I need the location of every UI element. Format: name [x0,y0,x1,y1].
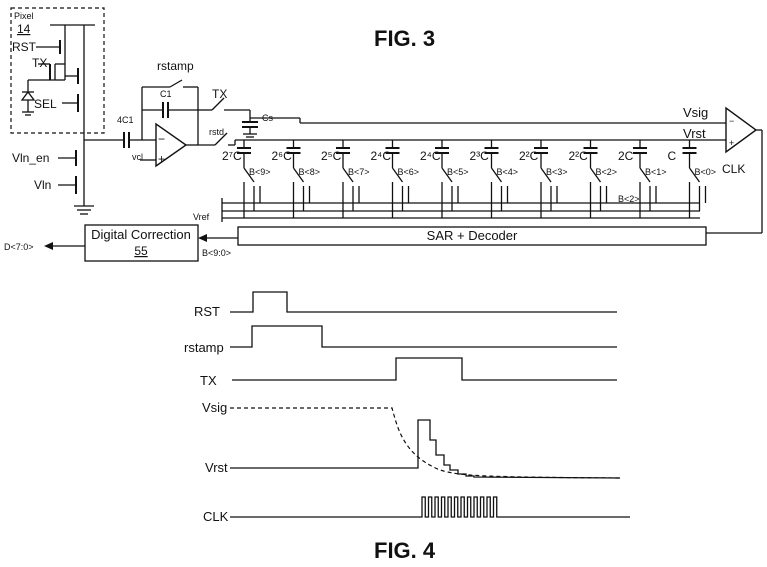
svg-text:+: + [729,138,734,148]
svg-text:+: + [158,152,165,166]
capacitor-4: 2⁴C B<5> [420,140,469,218]
vsig-waveform [230,407,621,479]
vrst-label: Vrst [683,126,706,141]
digital-correction-number: 55 [134,244,148,258]
vrst-waveform [230,419,621,479]
comparator: Vsig Vrst − + CLK [234,105,763,234]
reference-rails: Vref B<2> [193,194,700,222]
cap-value-9: C [668,149,677,163]
signal-label-tx: TX [200,373,217,388]
cap-value-3: 2⁴C [371,149,392,163]
cap-value-5: 2³C [470,149,490,163]
c1-label: C1 [160,89,172,99]
pixel-number: 14 [17,22,31,36]
d-out-label: D<7:0> [4,242,34,252]
sel-label: SEL [34,97,57,111]
cap-value-4: 2⁴C [420,149,441,163]
vref-label: Vref [193,212,210,222]
column-bias: Vln_en Vln [12,140,94,215]
vln-label: Vln [34,178,51,192]
sar-label: SAR + Decoder [427,228,518,243]
timing-diagram: RST rstamp TX Vsig Vrst CLK [184,291,630,524]
capacitor-array: 2⁷CB<9>2⁶CB<8>2⁵CB<7>2⁴CB<6>2⁴CB<5>2³CB<… [222,140,716,218]
capacitor-7: 2²C B<2> [569,140,618,218]
cap-bit-3: B<6> [398,167,420,177]
sar-decoder: SAR + Decoder [237,226,707,246]
tx-label: TX [32,56,47,70]
pixel-label: Pixel [14,11,34,21]
column-amplifier: 4C1 − + vcl rstamp C1 TX Cs [84,59,300,168]
cap-bit-6: B<3> [546,167,568,177]
rst-label: RST [12,40,37,54]
cap-value-0: 2⁷C [222,149,242,163]
signal-label-vsig: Vsig [202,400,227,415]
digital-correction-block: Digital Correction 55 B<9:0> D<7:0> [4,224,238,262]
svg-text:−: − [158,132,165,146]
clk-waveform [230,496,630,518]
clk-pulses [230,496,630,518]
b2-extra-label: B<2> [618,194,640,204]
capacitor-8: 2C B<1> [618,140,667,218]
vln-en-label: Vln_en [12,151,49,165]
signal-label-rst: RST [194,304,220,319]
cap-bit-2: B<7> [348,167,370,177]
cap-bit-4: B<5> [447,167,469,177]
capacitor-2: 2⁵C B<7> [321,140,370,218]
cap-value-1: 2⁶C [272,149,293,163]
pixel-block: Pixel 14 RST TX SE [10,7,105,140]
signal-label-vrst: Vrst [205,460,228,475]
cap-bit-1: B<8> [299,167,321,177]
cap-bit-8: B<1> [645,167,667,177]
cap-value-7: 2²C [569,149,589,163]
capacitor-6: 2²C B<3> [519,140,568,218]
rstamp-label: rstamp [157,59,194,73]
cap-bit-5: B<4> [497,167,519,177]
cap-value-8: 2C [618,149,634,163]
vcl-label: vcl [132,152,143,162]
capacitor-0: 2⁷C B<9> [222,140,271,218]
b-bus-label: B<9:0> [202,248,231,258]
cap-value-6: 2²C [519,149,539,163]
digital-correction-label: Digital Correction [91,227,191,242]
cap-value-2: 2⁵C [321,149,342,163]
signal-label-clk: CLK [203,509,229,524]
c41-label: 4C1 [117,115,134,125]
fig3-title: FIG. 3 [374,26,435,51]
svg-text:−: − [729,116,734,126]
rstd-label: rstd [209,127,224,137]
signal-label-rstamp: rstamp [184,340,224,355]
cap-bit-7: B<2> [596,167,618,177]
fig4-title: FIG. 4 [374,538,436,563]
capacitor-3: 2⁴C B<6> [371,140,420,218]
clk-label: CLK [722,162,745,176]
capacitor-9: C B<0> [668,140,717,218]
capacitor-1: 2⁶C B<8> [272,140,321,218]
capacitor-5: 2³C B<4> [470,140,519,218]
cap-bit-0: B<9> [249,167,271,177]
vsig-label: Vsig [683,105,708,120]
tx-switch-label: TX [212,87,227,101]
cap-bit-9: B<0> [695,167,717,177]
